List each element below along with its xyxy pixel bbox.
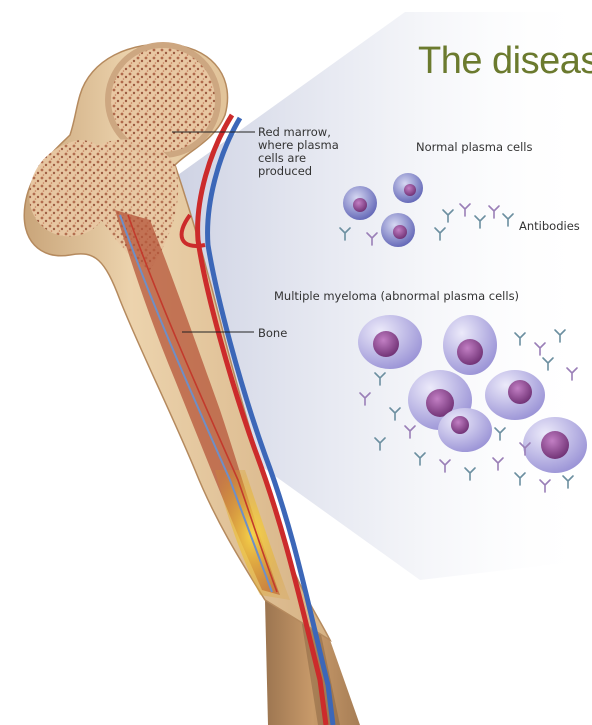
femoral-head — [108, 45, 218, 155]
bone-label: Bone — [258, 326, 287, 340]
red-marrow-label: Red marrow, where plasma cells are produ… — [258, 126, 348, 178]
normal-plasma-cells-label: Normal plasma cells — [416, 140, 532, 154]
red-marrow-label-line: produced — [258, 165, 348, 178]
antibodies-label: Antibodies — [519, 219, 580, 233]
multiple-myeloma-label: Multiple myeloma (abnormal plasma cells) — [274, 289, 519, 303]
page-title: The diseas — [418, 40, 592, 83]
